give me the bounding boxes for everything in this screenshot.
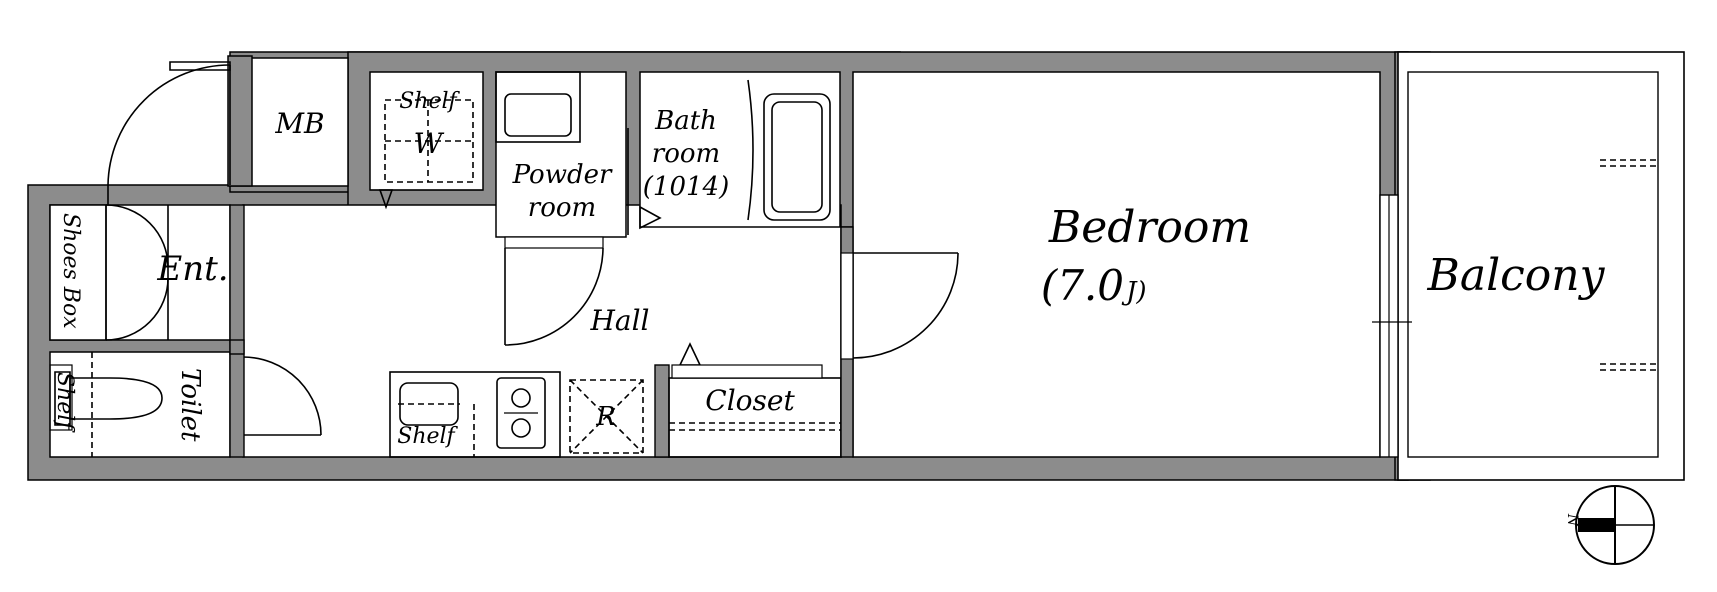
- washer-label: W: [414, 127, 445, 160]
- fridge-label: R: [595, 402, 616, 432]
- balcony-window: [1372, 194, 1412, 458]
- toilet-floor: [49, 351, 231, 458]
- powder-room-label-2: room: [528, 193, 596, 223]
- closet: [668, 364, 842, 458]
- bedroom-label: Bedroom: [1048, 202, 1251, 253]
- bath-label-1: Bath: [654, 106, 717, 136]
- closet-label: Closet: [705, 384, 795, 417]
- shoes-box-label: Shoes Box: [58, 213, 83, 329]
- powder-room-door: [504, 236, 604, 346]
- bedroom-floor: [852, 71, 1381, 458]
- shelf-top-label: Shelf: [399, 89, 460, 114]
- balcony-floor: [1407, 71, 1659, 458]
- north-compass: N: [1564, 485, 1655, 565]
- bath-label-2: room: [652, 139, 720, 169]
- bathroom-floor: [639, 71, 841, 228]
- mb-label: MB: [274, 107, 324, 140]
- mb-column: [227, 55, 253, 187]
- front-door: [107, 61, 231, 205]
- washer-space: [370, 99, 483, 210]
- bathtub: [639, 79, 831, 230]
- entrance-label: Ent.: [156, 249, 228, 289]
- balcony-label: Balcony: [1427, 250, 1606, 301]
- bedroom-door: [840, 252, 959, 360]
- bedroom-size-unit: J): [1121, 277, 1147, 307]
- north-arrow-icon: [1578, 518, 1615, 532]
- kitchen: [389, 371, 644, 458]
- hall-wall: [229, 204, 245, 458]
- north-label: N: [1564, 513, 1580, 527]
- toilet-label: Toilet: [175, 368, 205, 442]
- bedroom-size-label: (7.0: [1041, 261, 1124, 310]
- shoes-box-area: [49, 204, 169, 341]
- powder-room-floor: [495, 71, 627, 238]
- bath-label-3: (1014): [643, 172, 729, 202]
- toilet-shelf-label: Shelf: [52, 372, 77, 433]
- hall-label: Hall: [589, 304, 649, 337]
- powder-room-label-1: Powder: [512, 160, 613, 190]
- kitchen-shelf-label: Shelf: [397, 424, 458, 449]
- toilet-fixture: [49, 352, 163, 457]
- powder-room-fixtures: [495, 71, 629, 235]
